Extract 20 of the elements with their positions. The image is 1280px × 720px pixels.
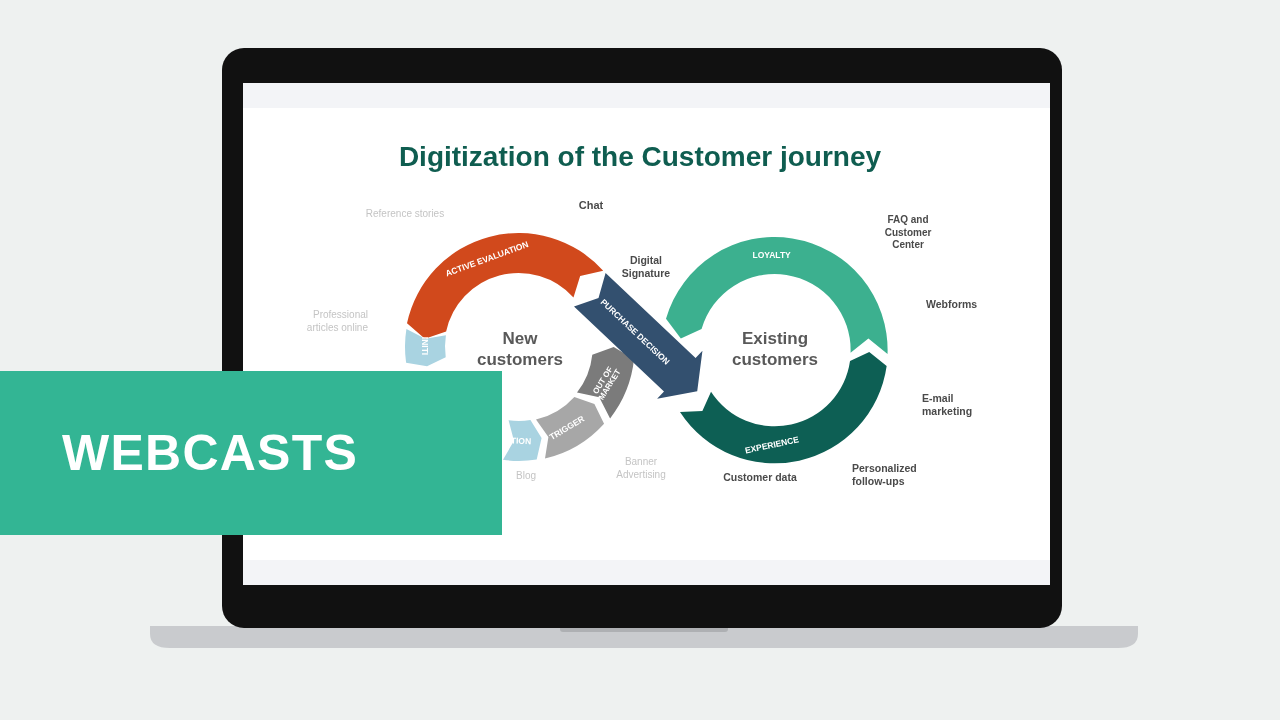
arc-segment xyxy=(680,351,887,463)
channel-label: Professional articles online xyxy=(305,309,368,334)
channel-label: Digital Signature xyxy=(620,254,672,281)
center-label: Existing customers xyxy=(731,328,819,371)
channel-label: Blog xyxy=(515,470,537,483)
channel-label: Chat xyxy=(577,199,605,213)
channel-label: Webforms xyxy=(926,298,979,312)
segment-label: LOYALTY xyxy=(752,250,791,260)
channel-label: Personalized follow-ups xyxy=(852,462,918,489)
channel-label: Customer data xyxy=(722,471,798,485)
title: Digitization of the Customer journey xyxy=(397,140,883,174)
channel-label: Banner Advertising xyxy=(615,456,667,481)
channel-label: Reference stories xyxy=(364,208,446,221)
center-label: New customers xyxy=(476,328,564,371)
arc-segment xyxy=(503,420,542,461)
channel-label: E-mail marketing xyxy=(922,392,974,419)
arc-segment xyxy=(405,329,446,367)
banner-text: WEBCASTS xyxy=(62,423,359,483)
channel-label: FAQ and Customer Center xyxy=(883,214,933,252)
segment-label: INITI xyxy=(420,336,430,356)
